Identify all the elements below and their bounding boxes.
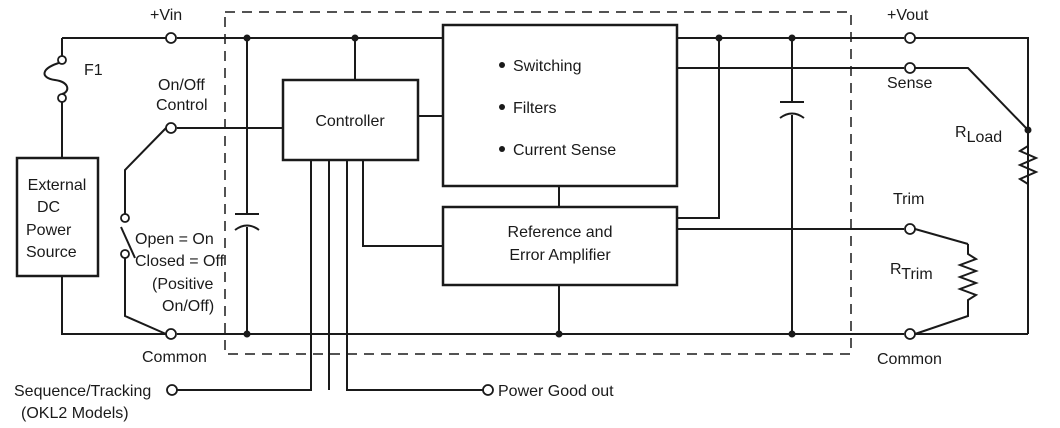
positive-label-line1: (Positive — [152, 276, 213, 293]
rtrim-subscript: Trim — [901, 266, 932, 283]
rload-subscript: Load — [967, 129, 1003, 146]
fuse-top-terminal — [57, 55, 67, 65]
vin-terminal — [165, 32, 177, 44]
open-on-label: Open = On — [135, 231, 214, 248]
sequence-terminal — [166, 384, 178, 396]
on-off-label-line2: Control — [156, 97, 208, 114]
source-label-line2: DC — [37, 199, 60, 216]
output-capacitor — [779, 101, 805, 119]
source-label-line1: External — [28, 177, 87, 194]
external-power-source-box — [15, 156, 100, 278]
vin-label: +Vin — [150, 7, 182, 24]
switching-label: Switching — [513, 58, 581, 75]
bullet-switching — [499, 62, 505, 68]
vout-terminal — [904, 32, 916, 44]
filters-label: Filters — [513, 100, 557, 117]
fuse-bottom-terminal — [57, 93, 67, 103]
power-good-label: Power Good out — [498, 383, 614, 400]
source-label-line3: Power — [26, 222, 72, 239]
module-boundary — [224, 11, 852, 355]
switch-bottom-terminal — [120, 249, 130, 259]
bullet-current-sense — [499, 146, 505, 152]
rtrim-main: R — [890, 261, 901, 278]
rtrim-label: RTrim — [890, 261, 933, 283]
on-off-terminal — [165, 122, 177, 134]
terminals — [57, 32, 916, 396]
current-sense-label: Current Sense — [513, 142, 616, 159]
trim-terminal — [904, 223, 916, 235]
switching-box — [441, 23, 679, 188]
junction-dots — [243, 34, 1032, 338]
positive-label-line2: On/Off) — [162, 298, 214, 315]
power-good-terminal — [482, 384, 494, 396]
vout-label: +Vout — [887, 7, 929, 24]
sequence-label-line2: (OKL2 Models) — [21, 405, 129, 422]
common-left-terminal — [165, 328, 177, 340]
sense-label: Sense — [887, 75, 932, 92]
rload-main: R — [955, 124, 967, 141]
common-left-label: Common — [142, 349, 207, 366]
source-label-line4: Source — [26, 244, 77, 261]
closed-off-label: Closed = Off — [135, 253, 225, 270]
sequence-label-line1: Sequence/Tracking — [14, 383, 151, 400]
fuse-f1 — [43, 61, 69, 95]
reference-label-line1: Reference and — [508, 224, 613, 241]
reference-label-line2: Error Amplifier — [509, 247, 611, 264]
on-off-label-line1: On/Off — [158, 77, 205, 94]
fuse-label: F1 — [84, 62, 103, 79]
rload-label: RLoad — [955, 124, 1002, 146]
sense-terminal — [904, 62, 916, 74]
common-right-label: Common — [877, 351, 942, 368]
common-right-terminal — [904, 328, 916, 340]
trim-label: Trim — [893, 191, 924, 208]
input-capacitor — [234, 213, 260, 231]
bullet-filters — [499, 104, 505, 110]
switch-top-terminal — [120, 213, 130, 223]
controller-label: Controller — [315, 113, 385, 130]
reference-box — [441, 205, 679, 287]
controller-box — [281, 78, 420, 162]
